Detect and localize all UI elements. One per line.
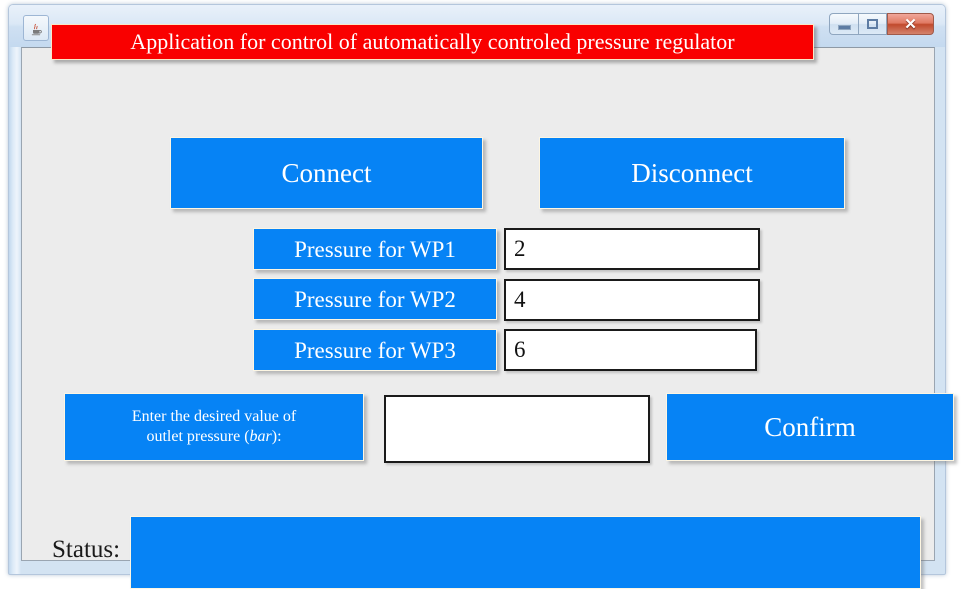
outlet-pressure-label-suffix: ):: [271, 428, 282, 445]
outlet-pressure-unit: bar: [249, 428, 272, 445]
java-coffee-cup-icon[interactable]: [23, 15, 49, 41]
pressure-wp2-input[interactable]: 4: [504, 279, 760, 321]
pressure-wp3-label-text: Pressure for WP3: [294, 337, 456, 363]
pressure-wp2-value: 4: [514, 287, 526, 312]
outlet-pressure-label-line1: Enter the desired value of: [131, 408, 297, 425]
outlet-pressure-input[interactable]: [384, 395, 650, 463]
pressure-wp1-value: 2: [514, 236, 526, 261]
page-title: Application for control of automatically…: [130, 29, 735, 54]
disconnect-button[interactable]: Disconnect: [539, 137, 845, 209]
connect-button-label: Connect: [281, 157, 372, 188]
application-title-banner: Application for control of automatically…: [51, 24, 814, 60]
application-window: ✕ Application for control of automatical…: [8, 4, 954, 589]
status-label: Status:: [52, 536, 121, 563]
minimize-button[interactable]: [829, 13, 858, 35]
minimize-icon: [837, 24, 851, 30]
pressure-wp2-label: Pressure for WP2: [253, 278, 497, 320]
pressure-wp3-value: 6: [514, 337, 526, 362]
outlet-pressure-label: Enter the desired value of outlet pressu…: [64, 393, 364, 461]
pressure-wp2-label-text: Pressure for WP2: [294, 286, 456, 312]
close-icon: ✕: [904, 15, 917, 33]
close-button[interactable]: ✕: [887, 13, 934, 35]
pressure-wp1-label: Pressure for WP1: [253, 228, 497, 270]
outlet-pressure-label-line2: outlet pressure (bar):: [146, 427, 281, 447]
disconnect-button-label: Disconnect: [631, 157, 753, 188]
client-area: Connect Disconnect Pressure for WP1 Pres…: [21, 47, 954, 589]
pressure-wp3-input[interactable]: 6: [504, 329, 757, 371]
pressure-wp3-label: Pressure for WP3: [253, 329, 497, 371]
confirm-button-label: Confirm: [764, 411, 856, 442]
pressure-wp1-label-text: Pressure for WP1: [294, 236, 456, 262]
confirm-button[interactable]: Confirm: [666, 393, 954, 461]
status-display: [130, 516, 921, 589]
pressure-wp1-input[interactable]: 2: [504, 228, 760, 270]
maximize-icon: [867, 19, 878, 29]
outlet-pressure-label-prefix: outlet pressure (: [146, 428, 250, 445]
maximize-button[interactable]: [858, 13, 887, 35]
connect-button[interactable]: Connect: [170, 137, 483, 209]
